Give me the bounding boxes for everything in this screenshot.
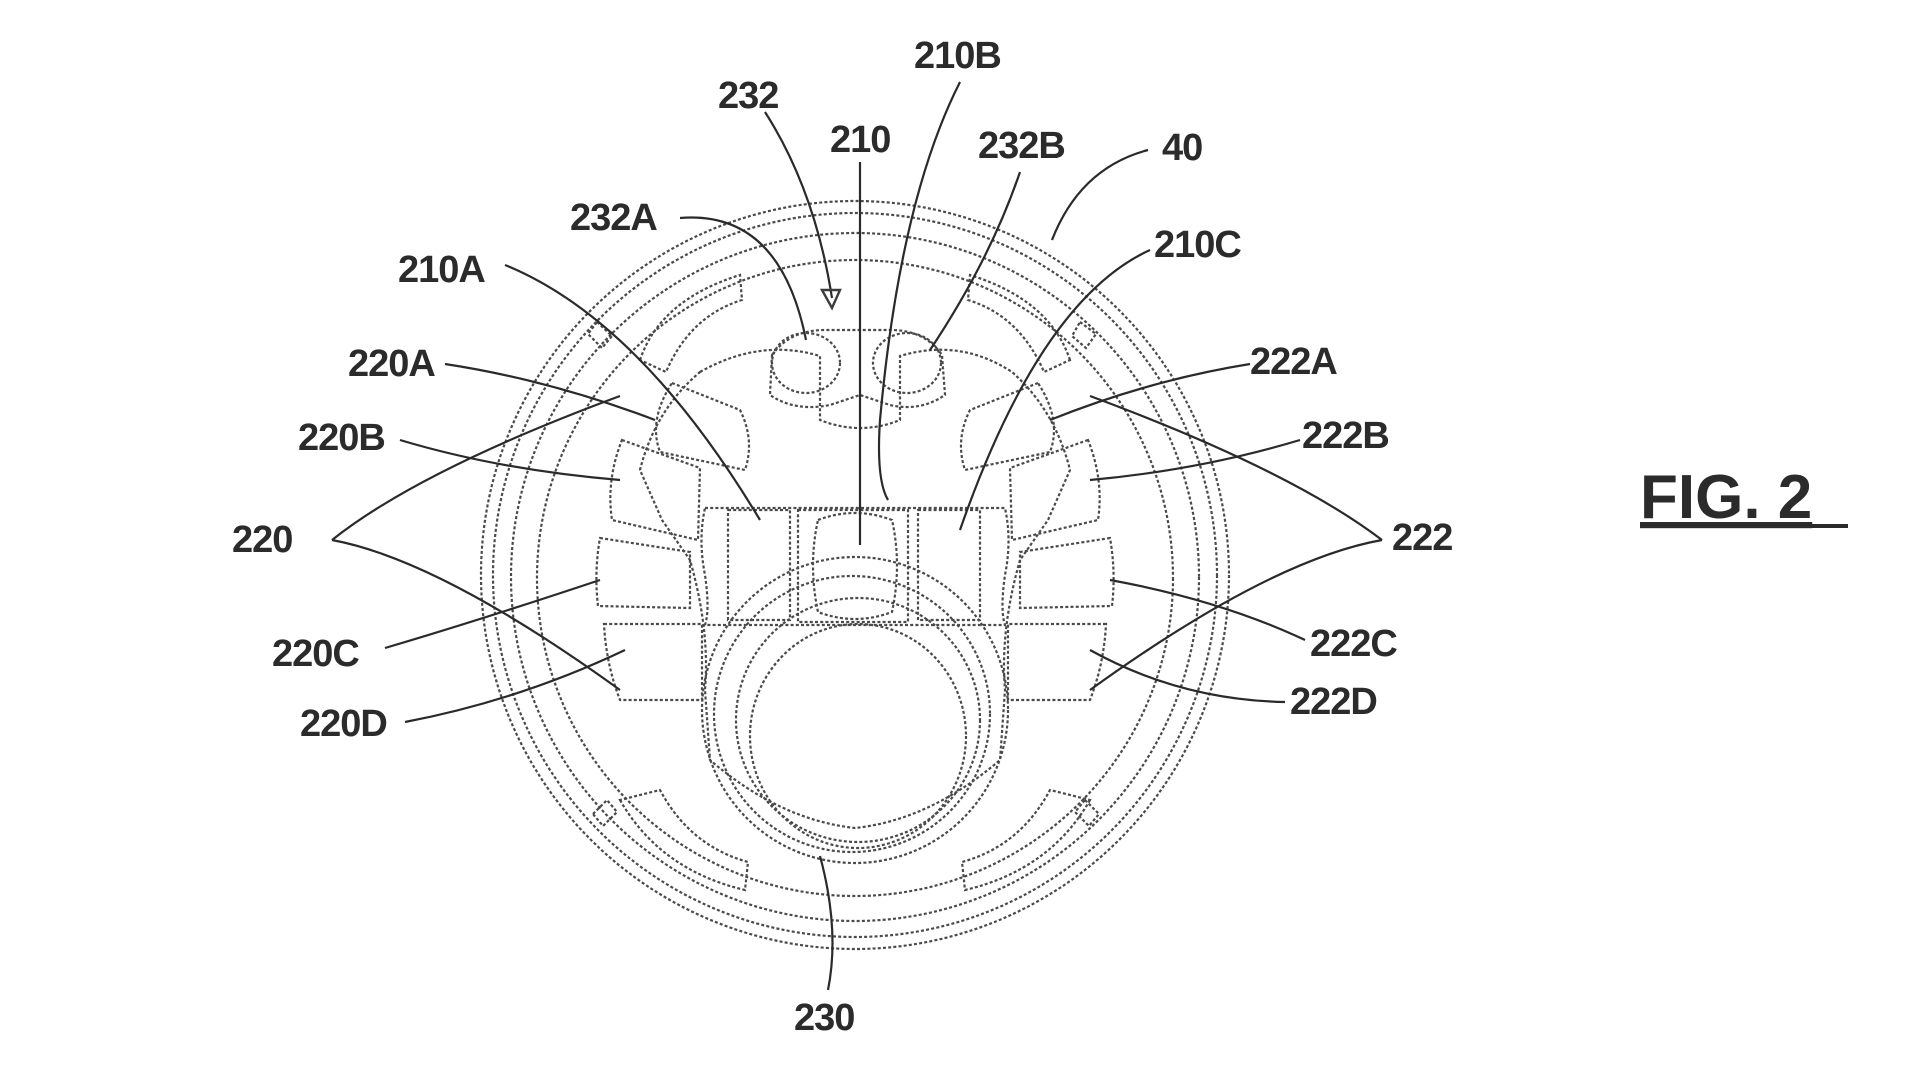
light-array-222 [959,381,1115,702]
leader-210B [877,81,961,501]
ref-210: 210 [830,119,890,161]
light-220D [602,622,704,702]
light-210B [811,511,899,621]
ref-222B: 222B [1302,415,1389,457]
leader-230 [818,855,834,991]
leader-222-brace-a [1089,394,1383,541]
ref-232: 232 [718,75,778,117]
light-210B-housing [796,508,910,624]
leader-210C [958,248,1151,531]
leader-222A [1049,362,1251,422]
leader-220D [404,649,626,724]
ref-220D: 220D [300,703,387,745]
ref-230: 230 [794,997,854,1039]
ref-220C: 220C [272,633,359,675]
light-210-frame [700,506,1010,627]
leader-lines [331,81,1383,991]
ref-222D: 222D [1290,681,1377,723]
leader-40 [1050,148,1149,241]
reference-labels: 232 210B 210 232B 40 232A 210C 210A 220A… [232,35,1453,1039]
band-bottom-right [960,788,1092,892]
leader-232A [679,216,808,341]
ref-210A: 210A [398,249,485,291]
ref-232B: 232B [978,125,1065,167]
leader-222-brace-b [1089,538,1383,691]
light-222A [959,381,1056,472]
light-232-frame [768,328,947,409]
mount-tab-bottom-right [1073,798,1101,828]
figure-label: FIG. 2 [1640,463,1812,532]
light-230 [700,555,1010,865]
ref-220A: 220A [348,343,435,385]
ref-222C: 222C [1310,623,1397,665]
light-230-inner [734,596,982,844]
ref-210B: 210B [914,35,1001,77]
light-230-mid [712,574,992,854]
ref-232A: 232A [570,197,657,239]
band-bottom-left [618,788,750,892]
leader-220B [399,438,621,482]
leader-220-brace-b [331,538,621,691]
ref-220: 220 [232,519,292,561]
light-210 [700,506,1010,627]
ref-222: 222 [1392,517,1452,559]
light-232A-lens [770,331,842,395]
light-230-outer [700,555,1010,865]
light-222C [1018,536,1115,610]
ref-210C: 210C [1154,224,1241,266]
band-top-left [638,273,744,374]
ref-40: 40 [1162,127,1202,169]
reflector-outline [638,348,1072,830]
leader-222B [1089,438,1301,482]
leader-222C [1109,578,1306,641]
outer-ring [479,199,1231,951]
ref-220B: 220B [298,417,385,459]
reflector-ring [535,258,1175,898]
bezel-ring [509,231,1201,923]
reflector-body [638,348,1072,830]
leader-232-arrow [819,288,842,311]
light-222D [1006,622,1108,702]
leader-210A [504,263,761,521]
leader-232 [764,111,834,299]
leader-220A [444,362,656,422]
ref-222A: 222A [1250,341,1337,383]
band-top-right [966,273,1072,374]
light-232 [768,328,947,409]
light-230-lens [748,622,968,850]
mount-tab-top-right [1070,320,1098,350]
light-222B [1008,438,1101,542]
leader-222D [1089,649,1286,704]
light-220B [609,438,702,542]
light-array-220 [595,381,751,702]
light-232B-lens [871,331,943,395]
light-220A [654,381,751,472]
light-220C [595,536,692,610]
housing-40 [479,199,1231,951]
leader-232B [929,171,1022,351]
outer-ring-inner [491,211,1219,939]
light-210A [726,508,792,622]
mount-tab-bottom-left [591,798,619,828]
leader-220C [384,578,601,650]
light-210C [916,508,982,622]
leader-220-brace-a [331,394,621,541]
